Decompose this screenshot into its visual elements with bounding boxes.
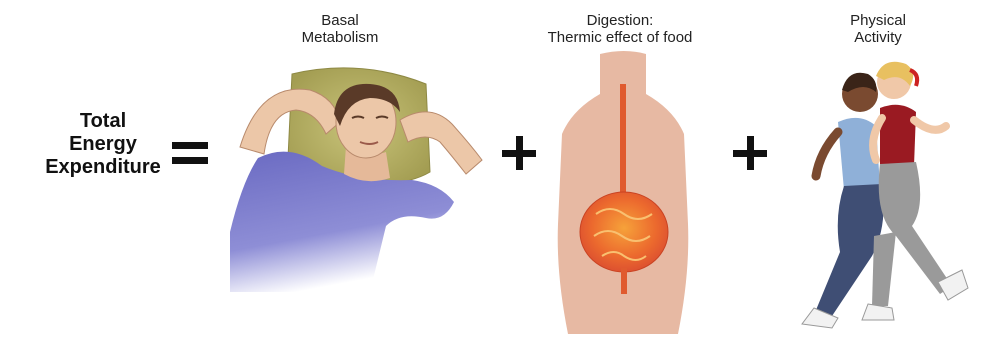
- plus-sign-2: [733, 136, 767, 170]
- total-energy-expenditure-label: Total Energy Expenditure: [38, 110, 168, 179]
- digestive-system-icon: [548, 54, 698, 334]
- plus-sign-1: [502, 136, 536, 170]
- caption-line: Basal: [270, 12, 410, 29]
- caption-line: Metabolism: [270, 29, 410, 46]
- caption-line: Activity: [818, 29, 938, 46]
- equals-sign: [172, 140, 208, 166]
- caption-basal-metabolism: Basal Metabolism: [270, 12, 410, 46]
- lhs-line-3: Expenditure: [38, 156, 168, 179]
- resting-person-icon: [230, 62, 490, 292]
- lhs-line-1: Total: [38, 110, 168, 133]
- caption-line: Physical: [818, 12, 938, 29]
- caption-line: Thermic effect of food: [520, 29, 720, 46]
- caption-digestion: Digestion: Thermic effect of food: [520, 12, 720, 46]
- caption-line: Digestion:: [520, 12, 720, 29]
- caption-physical-activity: Physical Activity: [818, 12, 938, 46]
- lhs-line-2: Energy: [38, 133, 168, 156]
- running-people-icon: [776, 56, 1002, 336]
